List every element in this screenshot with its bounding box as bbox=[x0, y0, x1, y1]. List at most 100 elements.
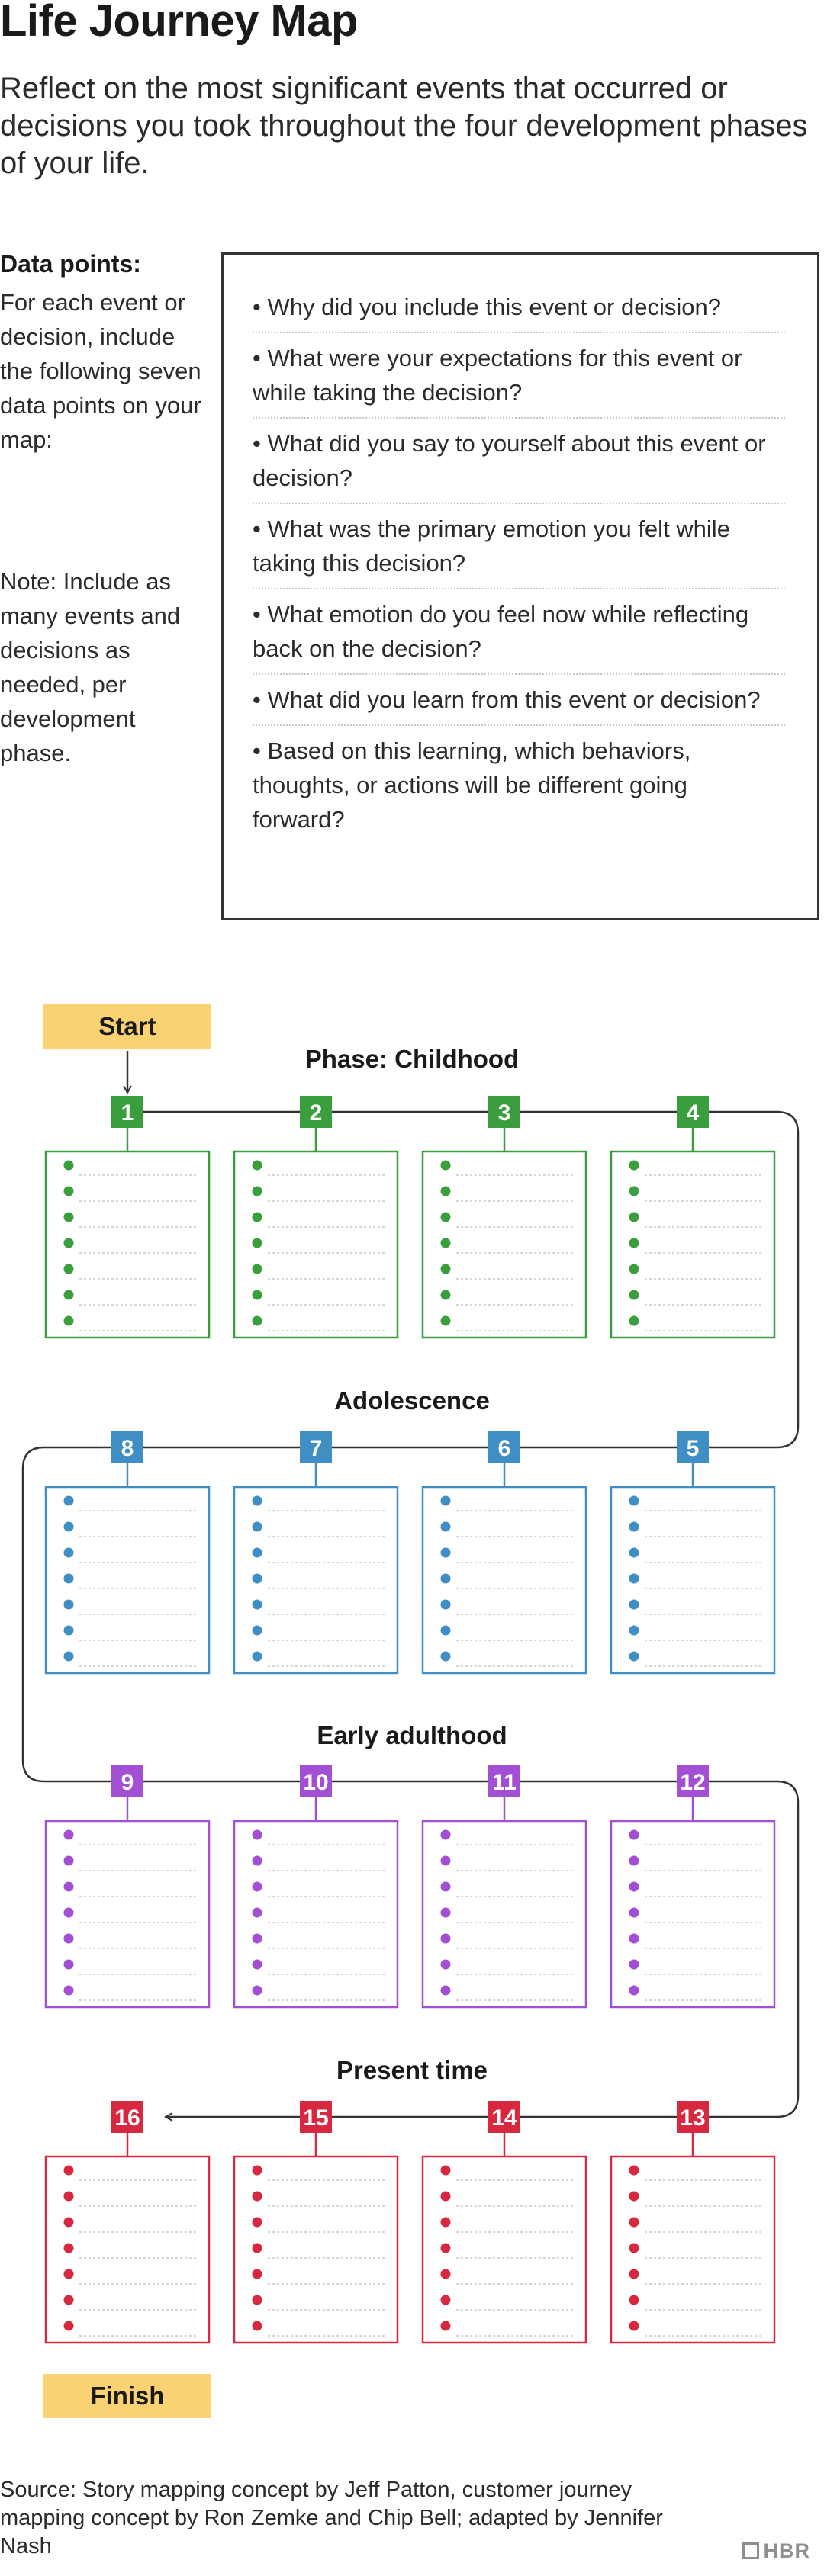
card-bullet bbox=[440, 1881, 451, 1892]
card-bullet bbox=[440, 1855, 451, 1866]
card-bullet bbox=[252, 1651, 262, 1662]
card-bullet bbox=[629, 1907, 639, 1918]
phase-label-adolescence: Adolescence bbox=[334, 1386, 490, 1415]
card-bullet bbox=[252, 1933, 262, 1944]
data-points-note: Note: Include as many events and decisio… bbox=[0, 568, 181, 766]
card-bullet bbox=[629, 2191, 639, 2202]
card-bullet bbox=[440, 1264, 451, 1274]
page-title: Life Journey Map bbox=[0, 0, 358, 46]
card-bullet bbox=[63, 1186, 74, 1196]
step-number: 7 bbox=[310, 1436, 323, 1461]
card-bullet bbox=[252, 1521, 262, 1532]
card-bullet bbox=[252, 2243, 262, 2253]
card-bullet bbox=[252, 1829, 262, 1840]
card-bullet bbox=[629, 2217, 639, 2228]
card-bullet bbox=[629, 1573, 639, 1584]
card-bullet bbox=[440, 1959, 451, 1970]
step-badge bbox=[488, 2101, 520, 2133]
step-badge bbox=[300, 1096, 332, 1128]
card-bullet bbox=[629, 1933, 639, 1944]
card-bullet bbox=[252, 1290, 262, 1300]
card-bullet bbox=[252, 2321, 262, 2331]
phase-label-present-time: Present time bbox=[336, 2056, 488, 2084]
start-label: Start bbox=[43, 1004, 211, 1049]
card-bullet bbox=[629, 1521, 639, 1532]
card-bullet bbox=[63, 2165, 74, 2176]
hbr-logo-text: HBR bbox=[763, 2539, 810, 2562]
card-bullet bbox=[440, 2295, 451, 2305]
card-bullet bbox=[440, 1985, 451, 1996]
question-item: • What did you learn from this event or … bbox=[253, 683, 785, 726]
step-number: 15 bbox=[303, 2105, 328, 2131]
finish-label: Finish bbox=[43, 2374, 211, 2418]
card-bullet bbox=[440, 2217, 451, 2228]
card-bullet bbox=[63, 2217, 74, 2228]
step-number: 5 bbox=[687, 1436, 700, 1461]
card-bullet bbox=[629, 1212, 639, 1222]
card-bullet bbox=[252, 1599, 262, 1610]
card-bullet bbox=[440, 1212, 451, 1222]
card-bullet bbox=[252, 2295, 262, 2305]
card-bullet bbox=[629, 2165, 639, 2176]
step-badge bbox=[111, 2101, 143, 2133]
card-bullet bbox=[440, 2269, 451, 2279]
card-bullet bbox=[440, 1160, 451, 1171]
card-bullet bbox=[629, 2269, 639, 2279]
card-bullet bbox=[440, 1521, 451, 1532]
event-card bbox=[44, 2155, 211, 2344]
card-bullet bbox=[440, 1829, 451, 1840]
card-bullet bbox=[252, 1238, 262, 1248]
card-bullet bbox=[440, 1907, 451, 1918]
card-bullet bbox=[440, 2165, 451, 2176]
journey-path bbox=[21, 1051, 800, 2122]
step-badge bbox=[300, 1765, 332, 1797]
question-item: • Why did you include this event or deci… bbox=[253, 290, 785, 333]
card-bullet bbox=[63, 1855, 74, 1866]
card-bullet bbox=[63, 1907, 74, 1918]
card-bullet bbox=[440, 1315, 451, 1326]
card-bullet bbox=[440, 2191, 451, 2202]
card-bullet bbox=[252, 1186, 262, 1196]
card-bullet bbox=[63, 1238, 74, 1248]
card-bullet bbox=[252, 1160, 262, 1171]
card-bullet bbox=[629, 1855, 639, 1866]
questions-box: • Why did you include this event or deci… bbox=[221, 252, 819, 920]
card-bullet bbox=[440, 1547, 451, 1558]
card-bullet bbox=[63, 1212, 74, 1222]
step-number: 2 bbox=[310, 1100, 323, 1126]
source-credit: Source: Story mapping concept by Jeff Pa… bbox=[0, 2478, 663, 2558]
card-bullet bbox=[629, 1264, 639, 1274]
step-badge bbox=[300, 1431, 332, 1463]
step-badge bbox=[488, 1431, 520, 1463]
card-bullet bbox=[63, 1881, 74, 1892]
question-item: • What did you say to yourself about thi… bbox=[253, 426, 785, 504]
card-bullet bbox=[629, 1625, 639, 1636]
card-bullet bbox=[440, 1238, 451, 1248]
card-bullet bbox=[63, 1829, 74, 1840]
card-bullet bbox=[63, 1264, 74, 1274]
card-bullet bbox=[440, 1651, 451, 1662]
event-card bbox=[421, 1150, 587, 1339]
card-bullet bbox=[440, 1186, 451, 1196]
card-bullet bbox=[629, 1186, 639, 1196]
data-points-heading: Data points: bbox=[0, 250, 141, 278]
card-bullet bbox=[629, 1599, 639, 1610]
card-bullet bbox=[629, 2321, 639, 2331]
question-item: • What emotion do you feel now while ref… bbox=[253, 597, 785, 675]
phase-label-early-adulthood: Early adulthood bbox=[317, 1721, 507, 1749]
card-bullet bbox=[629, 2243, 639, 2253]
card-bullet bbox=[440, 1573, 451, 1584]
step-badge bbox=[677, 1765, 709, 1797]
card-bullet bbox=[629, 1238, 639, 1248]
card-bullet bbox=[63, 1495, 74, 1506]
card-bullet bbox=[252, 2165, 262, 2176]
card-bullet bbox=[440, 1625, 451, 1636]
card-bullet bbox=[252, 2191, 262, 2202]
step-badge bbox=[111, 1096, 143, 1128]
card-bullet bbox=[629, 1881, 639, 1892]
card-bullet bbox=[63, 1160, 74, 1171]
card-bullet bbox=[252, 1212, 262, 1222]
card-bullet bbox=[252, 1573, 262, 1584]
question-item: • What were your expectations for this e… bbox=[253, 341, 785, 419]
